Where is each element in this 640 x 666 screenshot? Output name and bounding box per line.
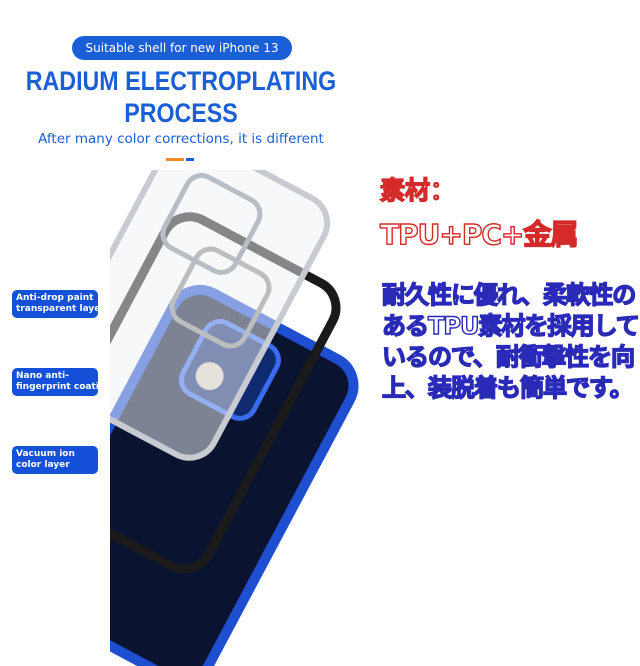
banner-title-line2: PROCESS xyxy=(124,98,238,128)
layer-label-line: color layer xyxy=(16,460,70,470)
material-value: TPU+PC+金属 xyxy=(379,217,579,251)
layer-label-anti-drop: Anti-drop paint transparent layer xyxy=(12,290,98,318)
layer-label-vacuum: Vacuum ion color layer xyxy=(12,446,98,474)
layer-label-line: transparent layer xyxy=(16,304,98,314)
compatibility-pill: Suitable shell for new iPhone 13 xyxy=(72,36,292,60)
banner-title-line1: RADIUM ELECTROPLATING xyxy=(25,66,337,96)
accent-dash xyxy=(166,158,184,161)
layer-label-line: Vacuum ion xyxy=(16,449,75,459)
phone-case-layers-illustration xyxy=(110,170,359,666)
transparent-shell-layer xyxy=(110,170,331,461)
layer-label-nano: Nano anti- fingerprint coatin xyxy=(12,368,98,396)
layer-label-line: Anti-drop paint xyxy=(16,293,94,303)
accent-dash-blue xyxy=(186,158,194,161)
banner-subtitle: After many color corrections, it is diff… xyxy=(38,131,324,147)
material-info-panel: 素材： TPU+PC+金属 耐久性に優れ、柔軟性のあるTPU素材を採用しているの… xyxy=(372,0,640,666)
material-heading: 素材： xyxy=(379,175,456,205)
layer-label-line: fingerprint coatin xyxy=(16,382,98,392)
product-banner: Suitable shell for new iPhone 13 RADIUM … xyxy=(12,36,359,666)
material-description: 耐久性に優れ、柔軟性のあるTPU素材を採用しているので、耐衝撃性を向上、装脱着も… xyxy=(381,280,640,402)
layer-label-line: Nano anti- xyxy=(16,371,69,381)
